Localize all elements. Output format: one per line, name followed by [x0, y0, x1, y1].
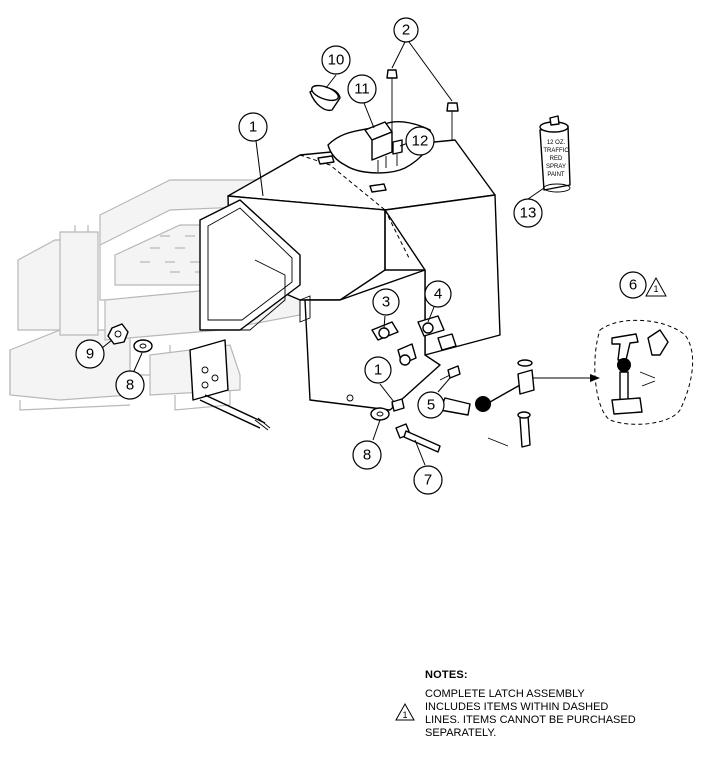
notes-title: NOTES:	[425, 669, 468, 681]
hood-cover	[199, 121, 501, 411]
spray-can-13: 12 OZ. TRAFFIC RED SPRAY PAINT	[539, 115, 571, 193]
bolt-small-1	[391, 398, 405, 412]
rubber-bumper-2	[386, 69, 459, 142]
callout-1-hood: 1	[238, 112, 268, 142]
callout-number: 8	[126, 377, 134, 394]
spray-can-label-line: TRAFFIC	[543, 148, 569, 154]
callout-13: 13	[513, 198, 543, 228]
callout-number: 4	[434, 286, 442, 303]
callout-number: 8	[363, 447, 371, 464]
warning-triangle-icon: 1	[645, 276, 667, 297]
callout-number: 7	[424, 472, 432, 489]
callout-2: 2	[393, 17, 419, 43]
callout-4: 4	[424, 280, 452, 308]
callout-number: 12	[412, 133, 429, 150]
screw-5	[439, 365, 461, 381]
washer-8-left	[133, 339, 153, 353]
latch-bracket-4	[417, 315, 457, 351]
callout-9: 9	[75, 339, 105, 369]
callout-number: 3	[382, 294, 390, 311]
notes-body: COMPLETE LATCH ASSEMBLY INCLUDES ITEMS W…	[425, 688, 695, 740]
notes-line: SEPARATELY.	[425, 727, 497, 739]
bolt-7	[395, 423, 441, 453]
spray-can-label-line: RED	[550, 156, 563, 162]
notes-line: COMPLETE LATCH ASSEMBLY	[425, 688, 585, 700]
warning-mark: 1	[402, 710, 407, 720]
callout-number: 1	[249, 119, 257, 136]
spray-can-label-line: 12 OZ.	[547, 140, 566, 146]
callout-10: 10	[321, 45, 351, 75]
background-machine	[9, 179, 301, 411]
callout-3: 3	[372, 288, 400, 316]
callout-number: 6	[629, 277, 637, 294]
latch-bracket-3	[371, 321, 417, 366]
callout-6: 6	[619, 271, 647, 299]
connector-12	[392, 139, 403, 166]
callout-5: 5	[417, 391, 445, 419]
spray-can-label-line: PAINT	[547, 172, 565, 178]
callout-number: 2	[402, 22, 410, 39]
switch-11	[364, 121, 393, 172]
mounting-plate	[189, 339, 271, 431]
callout-8-left: 8	[115, 370, 145, 400]
nut-9	[107, 323, 129, 345]
callout-number: 10	[328, 52, 345, 69]
callout-7: 7	[413, 465, 443, 495]
latch-assembly-6	[594, 319, 694, 425]
cone-knob-10	[309, 84, 341, 112]
washer-8-front	[370, 407, 390, 421]
callout-number: 13	[520, 205, 537, 222]
warning-mark: 1	[653, 284, 658, 294]
leader-lines	[101, 41, 545, 466]
spray-can-label-line: SPRAY	[546, 164, 566, 170]
notes-line: INCLUDES ITEMS WITHIN DASHED	[425, 701, 609, 713]
callout-number: 9	[86, 346, 94, 363]
callout-number: 11	[354, 81, 370, 98]
callout-1-bolt: 1	[364, 356, 392, 384]
warning-triangle-icon: 1	[395, 703, 415, 721]
callout-8-front: 8	[352, 440, 382, 470]
callout-number: 5	[427, 397, 435, 414]
callout-number: 1	[374, 362, 382, 379]
latch-handle	[439, 359, 535, 448]
callout-12: 12	[405, 126, 435, 156]
notes-line: LINES. ITEMS CANNOT BE PURCHASED	[425, 714, 636, 726]
callout-11: 11	[347, 74, 377, 104]
